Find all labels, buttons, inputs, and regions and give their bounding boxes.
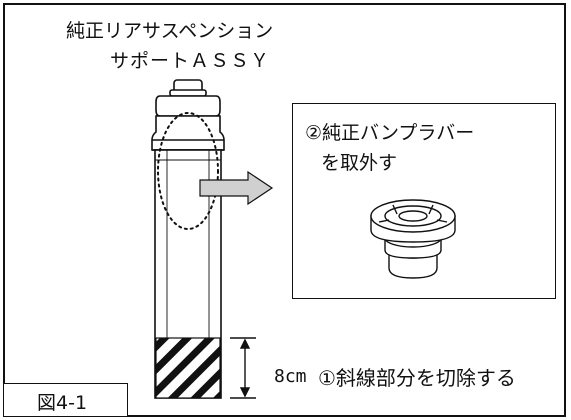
cut-instruction: ①斜線部分を切除する (318, 366, 516, 390)
bump-rubber-highlight (157, 112, 219, 230)
figure-label: 図4-1 (3, 383, 128, 417)
title-line-2: サポートＡＳＳＹ (110, 50, 271, 72)
title-line-1: 純正リアサスペンション (66, 20, 274, 42)
callout-title: ②純正バンプラバー (305, 122, 475, 144)
callout-box: ②純正バンプラバー を取外す (292, 103, 556, 299)
diagram-frame (3, 3, 566, 417)
bump-rubber-icon (370, 199, 456, 279)
dimension-label: 8cm (274, 366, 307, 387)
callout-arrow (199, 170, 274, 206)
callout-subtitle: を取外す (321, 152, 398, 174)
dimension-marker (230, 337, 256, 399)
cut-section-hatch (155, 337, 221, 399)
